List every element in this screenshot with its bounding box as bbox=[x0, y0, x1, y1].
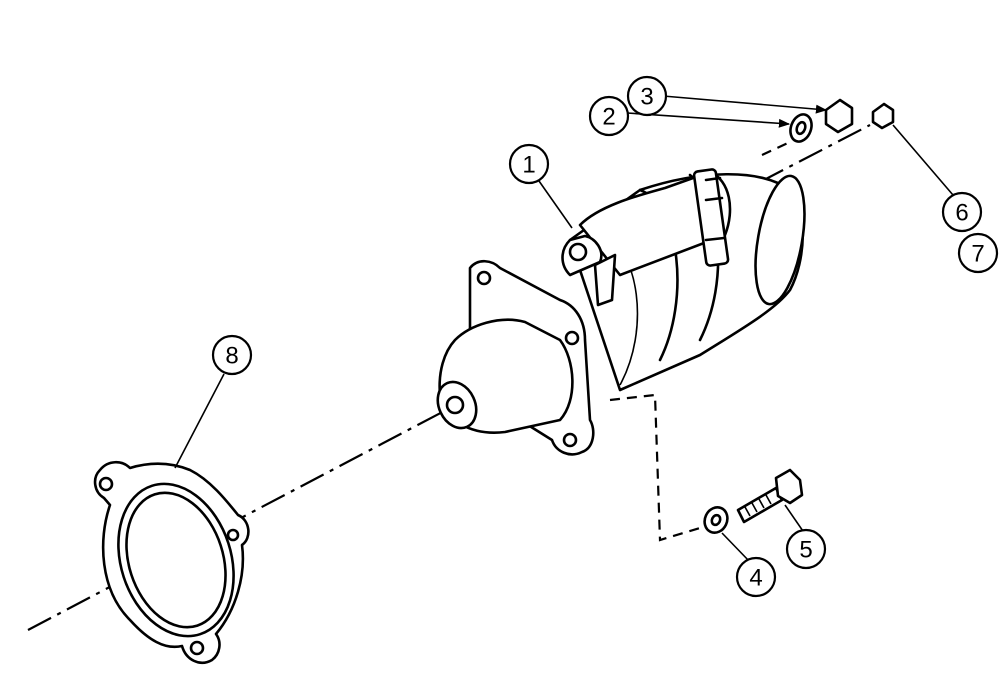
bolt-alignment-line-upper bbox=[761, 141, 791, 156]
leader-8 bbox=[174, 373, 225, 469]
leader-3 bbox=[662, 95, 828, 114]
leader-4 bbox=[721, 532, 751, 563]
svg-text:7: 7 bbox=[971, 241, 984, 268]
washer-part-4 bbox=[703, 506, 729, 534]
svg-text:5: 5 bbox=[799, 537, 812, 564]
nut-part-3 bbox=[824, 98, 854, 134]
bolt-alignment-line-lower bbox=[609, 393, 701, 542]
callout-4: 4 bbox=[735, 556, 777, 598]
callout-1: 1 bbox=[508, 143, 550, 185]
starter-motor bbox=[436, 168, 806, 456]
svg-text:6: 6 bbox=[955, 200, 968, 227]
svg-text:1: 1 bbox=[522, 152, 535, 179]
callout-2: 2 bbox=[588, 95, 630, 137]
terminal-cap-part-6 bbox=[871, 102, 895, 130]
washer-part-2 bbox=[789, 113, 813, 143]
callout-5: 5 bbox=[785, 528, 827, 570]
callout-7: 7 bbox=[957, 232, 999, 274]
svg-text:4: 4 bbox=[749, 565, 762, 592]
svg-text:2: 2 bbox=[602, 104, 615, 131]
svg-text:3: 3 bbox=[640, 84, 653, 111]
leader-5 bbox=[784, 504, 806, 535]
svg-text:8: 8 bbox=[225, 343, 238, 370]
callout-3: 3 bbox=[626, 75, 668, 117]
mounting-gasket bbox=[93, 460, 250, 665]
callout-6: 6 bbox=[941, 191, 983, 233]
leader-1 bbox=[538, 180, 573, 229]
callout-8: 8 bbox=[211, 334, 253, 376]
bolt-part-5 bbox=[736, 468, 804, 524]
leader-6 bbox=[892, 124, 954, 196]
